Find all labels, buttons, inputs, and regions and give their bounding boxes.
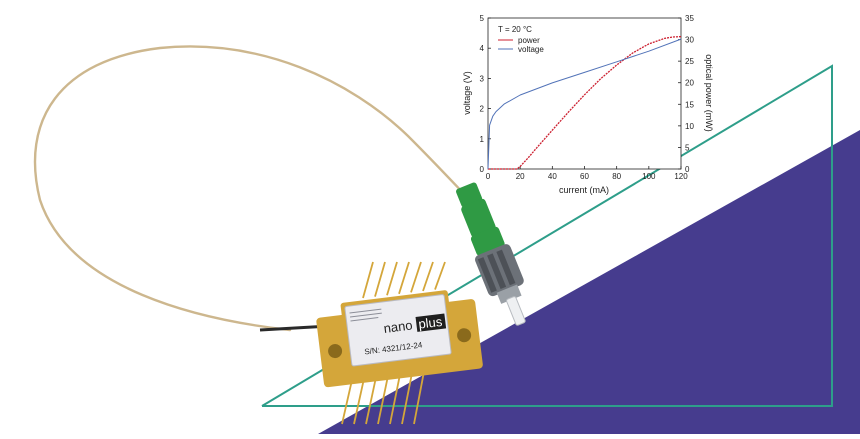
module-pin-bottom bbox=[377, 375, 389, 425]
y-right-tick-label: 5 bbox=[685, 143, 690, 152]
y-axis-left: 0 1 2 3 4 5 bbox=[480, 14, 491, 174]
module-pins-bottom bbox=[341, 371, 425, 425]
y-right-tick-label: 25 bbox=[685, 57, 694, 66]
module-pin-bottom bbox=[365, 377, 377, 425]
module-pin-bottom bbox=[389, 374, 401, 425]
module-pin-top bbox=[374, 261, 386, 297]
y-right-tick-label: 0 bbox=[685, 165, 690, 174]
x-tick-label: 80 bbox=[612, 172, 621, 181]
plot-area bbox=[487, 17, 682, 170]
y-axis-right-label: optical power (mW) bbox=[704, 54, 714, 132]
y-right-tick-label: 35 bbox=[685, 14, 694, 23]
x-tick-label: 60 bbox=[580, 172, 589, 181]
series-voltage-line bbox=[487, 38, 682, 170]
module-pin-top bbox=[422, 261, 434, 292]
chart-legend: power voltage bbox=[498, 36, 544, 54]
x-tick-label: 20 bbox=[516, 172, 525, 181]
module-brand-plus: plus bbox=[418, 314, 444, 332]
legend-voltage-label: voltage bbox=[518, 45, 544, 54]
x-tick-label: 40 bbox=[548, 172, 557, 181]
fc-connector-icon bbox=[456, 182, 526, 326]
module-pins-top bbox=[362, 261, 446, 299]
temperature-annotation: T = 20 °C bbox=[498, 25, 532, 34]
accent-triangle bbox=[318, 130, 860, 434]
y-right-tick-label: 20 bbox=[685, 79, 694, 88]
module-pin-top bbox=[410, 261, 422, 293]
x-tick-label: 100 bbox=[642, 172, 656, 181]
module-pin-bottom bbox=[413, 371, 425, 425]
module-pin-bottom bbox=[353, 378, 365, 425]
accent-frame-outline bbox=[261, 64, 833, 407]
y-left-tick-label: 5 bbox=[480, 14, 485, 23]
module-pin-top bbox=[398, 261, 410, 295]
y-axis-left-label: voltage (V) bbox=[462, 71, 472, 115]
legend-power-label: power bbox=[518, 36, 540, 45]
y-left-tick-label: 0 bbox=[480, 165, 485, 174]
series-power-line bbox=[488, 35, 682, 170]
module-pin-bottom bbox=[401, 372, 413, 425]
module-pin-top bbox=[386, 261, 398, 296]
y-left-tick-label: 2 bbox=[480, 105, 485, 114]
x-axis-label: current (mA) bbox=[559, 185, 609, 195]
x-tick-label: 120 bbox=[674, 172, 688, 181]
x-tick-label: 0 bbox=[486, 172, 491, 181]
module-brand-nano: nano bbox=[383, 318, 414, 336]
y-right-tick-label: 15 bbox=[685, 100, 694, 109]
liv-chart: 0 20 40 60 80 100 120 0 1 2 3 4 5 0 5 10 15 20 25 30 35 cu… bbox=[462, 14, 714, 195]
module-pin-top bbox=[362, 261, 374, 299]
y-left-tick-label: 3 bbox=[480, 74, 485, 83]
y-left-tick-label: 4 bbox=[480, 44, 485, 53]
y-left-tick-label: 1 bbox=[480, 135, 485, 144]
module-pin-top bbox=[434, 261, 446, 290]
module-pin-bottom bbox=[341, 379, 353, 425]
butterfly-laser-module-icon: nano plus S/N: 4321/12-24 bbox=[316, 261, 483, 425]
y-right-tick-label: 10 bbox=[685, 122, 694, 131]
series-lines bbox=[487, 35, 682, 170]
fiber-pigtail-icon bbox=[33, 45, 472, 332]
y-right-tick-label: 30 bbox=[685, 36, 694, 45]
